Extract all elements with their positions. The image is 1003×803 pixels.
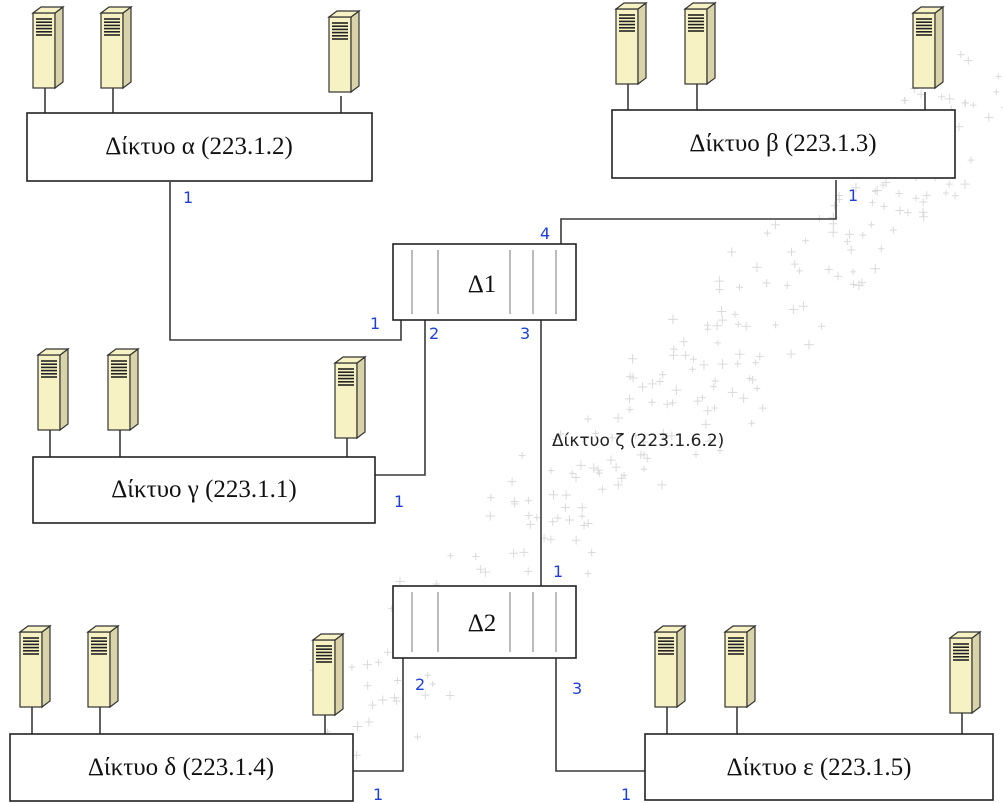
server-icon — [311, 632, 345, 717]
router-d2-label: Δ2 — [468, 610, 497, 637]
server-icon — [723, 624, 757, 709]
server-icon — [653, 624, 687, 709]
server-icon — [614, 1, 648, 86]
network-gamma-box — [32, 456, 376, 524]
link-d2-delta — [353, 658, 404, 772]
server-icon — [911, 5, 945, 90]
network-epsilon-box — [644, 733, 994, 801]
port-labels: 1 1 4 1 2 3 1 1 2 3 1 1 — [183, 186, 858, 803]
network-gamma: Δίκτυο γ (223.1.1) — [32, 347, 376, 524]
network-delta-box — [9, 733, 354, 802]
link-d1-gamma — [375, 320, 426, 476]
link-beta-d1 — [560, 180, 837, 244]
link-alpha-d1 — [169, 182, 402, 341]
network-beta-label: Δίκτυο β (223.1.3) — [689, 130, 876, 157]
router-d1-ports — [411, 250, 557, 314]
port-label-d1-3: 3 — [520, 324, 530, 343]
network-epsilon-label: Δίκτυο ε (223.1.5) — [727, 754, 912, 781]
port-label-beta: 1 — [848, 186, 858, 205]
network-beta: Δίκτυο β (223.1.3) — [611, 1, 956, 179]
network-beta-box — [611, 109, 956, 179]
port-label-epsilon: 1 — [621, 785, 631, 803]
network-alpha: Δίκτυο α (223.1.2) — [26, 5, 373, 182]
server-icon — [31, 5, 65, 90]
network-alpha-label: Δίκτυο α (223.1.2) — [105, 133, 293, 160]
port-label-d1-2: 2 — [429, 324, 439, 343]
router-d1: Δ1 — [392, 243, 577, 321]
server-icon — [683, 1, 717, 86]
server-icon — [18, 624, 52, 709]
port-label-d2-1: 1 — [553, 562, 563, 581]
network-gamma-label: Δίκτυο γ (223.1.1) — [111, 476, 297, 503]
port-label-alpha: 1 — [183, 188, 193, 207]
link-d2-epsilon — [555, 658, 645, 772]
router-icon — [392, 585, 577, 659]
router-d2: Δ2 — [392, 585, 577, 659]
port-label-d2-2: 2 — [415, 675, 425, 694]
server-icon — [99, 5, 133, 90]
link-zeta-label: Δίκτυο ζ (223.1.6.2) — [552, 431, 724, 451]
router-icon — [392, 243, 577, 321]
server-icon — [106, 347, 140, 432]
server-icon — [333, 355, 367, 440]
port-label-d1-1: 1 — [370, 314, 380, 333]
network-delta: Δίκτυο δ (223.1.4) — [9, 624, 354, 802]
network-epsilon: Δίκτυο ε (223.1.5) — [644, 624, 994, 801]
server-icon — [948, 630, 982, 715]
port-label-delta: 1 — [373, 785, 383, 803]
server-icon — [86, 624, 120, 709]
server-icon — [327, 9, 361, 94]
links — [169, 180, 837, 772]
network-delta-label: Δίκτυο δ (223.1.4) — [88, 754, 274, 781]
server-icon — [36, 347, 70, 432]
port-label-d1-4: 4 — [540, 224, 550, 243]
router-d1-label: Δ1 — [468, 271, 497, 298]
port-label-gamma: 1 — [394, 492, 404, 511]
network-alpha-box — [26, 112, 373, 182]
port-label-d2-3: 3 — [572, 679, 582, 698]
router-d2-ports — [411, 592, 557, 652]
